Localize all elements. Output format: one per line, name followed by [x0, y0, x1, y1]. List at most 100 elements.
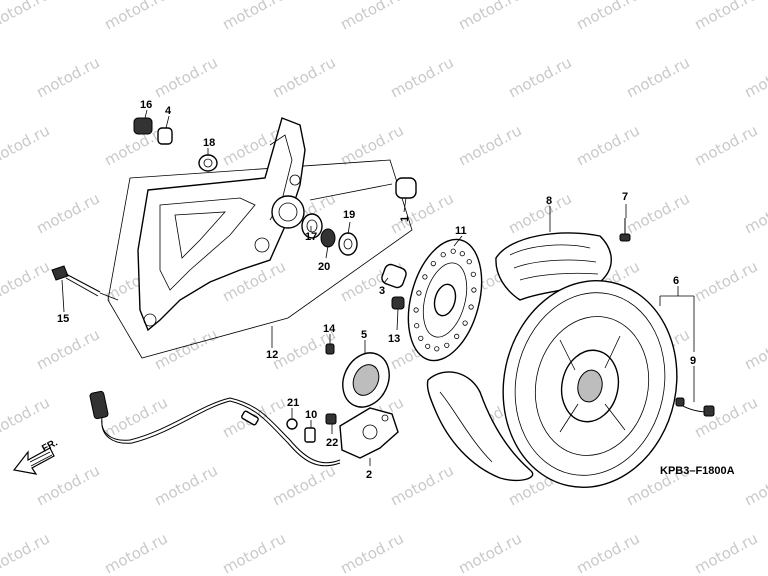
watermark-text: motod.ru: [691, 257, 760, 305]
watermark-text: motod.ru: [101, 393, 170, 441]
watermark-text: motod.ru: [623, 189, 692, 237]
callout-17: 17: [305, 231, 317, 243]
watermark-text: motod.ru: [573, 121, 642, 169]
callout-10: 10: [305, 409, 317, 421]
leader-lines: [61, 109, 695, 466]
washer-part-19: [338, 232, 358, 256]
nut-part-16: [133, 117, 153, 135]
seal-part-20: [320, 228, 336, 248]
callout-2: 2: [366, 469, 372, 481]
watermark-text: motod.ru: [741, 53, 768, 101]
watermark-text: motod.ru: [505, 189, 574, 237]
watermark-text: motod.ru: [33, 189, 102, 237]
air-valve-part-7: [619, 218, 631, 242]
callout-19: 19: [343, 209, 355, 221]
callout-11: 11: [455, 225, 467, 237]
watermark-text: motod.ru: [33, 461, 102, 509]
disc-vent-hole: [440, 252, 446, 258]
disc-vent-hole: [470, 271, 476, 277]
callout-6: 6: [673, 275, 679, 287]
collar-part-1: [309, 177, 417, 201]
disc-vent-hole: [454, 333, 460, 339]
watermark-text: motod.ru: [269, 53, 338, 101]
collar-part-3: [381, 263, 407, 289]
watermark-text: motod.ru: [691, 393, 760, 441]
disc-vent-hole: [418, 335, 424, 341]
watermark-text: motod.ru: [691, 529, 760, 576]
callout-labels: 16 4 18 1 19 17 20 3 13 14 5 11 8 7 6 9 …: [57, 99, 696, 481]
watermark-text: motod.ru: [0, 393, 53, 441]
watermark-text: motod.ru: [741, 461, 768, 509]
speed-gearbox-part-2: [339, 407, 399, 459]
watermark-text: motod.ru: [151, 325, 220, 373]
disc-vent-hole: [430, 260, 436, 267]
watermark-text: motod.ru: [101, 0, 170, 34]
watermark-text: motod.ru: [33, 53, 102, 101]
callout-15: 15: [57, 313, 69, 325]
watermark-text: motod.ru: [0, 0, 53, 34]
disc-vent-hole: [434, 346, 440, 352]
watermark-text: motod.ru: [455, 121, 524, 169]
callout-5: 5: [361, 329, 367, 341]
watermark-text: motod.ru: [455, 0, 524, 34]
watermark-text: motod.ru: [623, 53, 692, 101]
callout-18: 18: [203, 137, 215, 149]
valve-stem-part-9: [675, 397, 715, 417]
bolt-part-22: [325, 413, 337, 425]
callout-3: 3: [379, 285, 385, 297]
callout-1: 1: [399, 216, 411, 222]
disc-vent-hole: [422, 274, 428, 280]
clamp-part-10: [304, 427, 316, 443]
watermark-text: motod.ru: [741, 189, 768, 237]
watermark-text: motod.ru: [219, 0, 288, 34]
disc-vent-hole: [414, 323, 420, 329]
watermark-text: motod.ru: [455, 529, 524, 576]
disc-vent-hole: [450, 248, 456, 254]
watermark-text: motod.ru: [691, 121, 760, 169]
callout-4: 4: [165, 105, 172, 117]
bolt-part-14: [325, 343, 335, 355]
callout-20: 20: [318, 261, 330, 273]
disc-vent-holes: [413, 248, 477, 352]
watermark-text: motod.ru: [33, 325, 102, 373]
watermark-text: motod.ru: [0, 529, 53, 576]
watermark-text: motod.ru: [269, 461, 338, 509]
disc-vent-hole: [462, 320, 468, 326]
dust-plate-part-5: [342, 352, 390, 408]
watermark-text: motod.ru: [573, 529, 642, 576]
disc-vent-hole: [416, 290, 422, 296]
watermark-text: motod.ru: [219, 529, 288, 576]
disc-vent-hole: [444, 342, 450, 348]
watermark-text: motod.ru: [573, 0, 642, 34]
bearing-part-17: [301, 213, 323, 239]
callout-16: 16: [140, 99, 152, 111]
collar-part-4: [157, 127, 173, 145]
callout-13: 13: [388, 333, 400, 345]
watermark-text: motod.ru: [0, 121, 53, 169]
callout-12: 12: [266, 349, 278, 361]
disc-vent-hole: [459, 251, 465, 257]
bolt-part-13: [391, 296, 405, 310]
watermark-text: motod.ru: [387, 53, 456, 101]
wheel-part-6: [502, 280, 678, 488]
callout-14: 14: [323, 323, 336, 335]
watermark-text: motod.ru: [101, 529, 170, 576]
seal-part-18: [198, 154, 218, 172]
brake-disc-part-11: [407, 238, 483, 362]
watermark-text: motod.ru: [691, 0, 760, 34]
tire-lower-section: [426, 371, 534, 482]
front-direction-arrow: [12, 447, 55, 475]
disc-vent-hole: [466, 259, 472, 265]
watermark-text: motod.ru: [337, 0, 406, 34]
callout-21: 21: [287, 397, 299, 409]
swing-arm-group-outline: [107, 159, 413, 359]
disc-vent-hole: [468, 304, 474, 310]
watermark-text: motod.ru: [337, 529, 406, 576]
diagram-code-label: KPB3–F1800A: [660, 465, 735, 477]
long-bolt-part-15: [51, 265, 119, 301]
speedometer-cable: [89, 390, 341, 467]
callout-8: 8: [546, 195, 552, 207]
disc-vent-hole: [413, 307, 419, 313]
